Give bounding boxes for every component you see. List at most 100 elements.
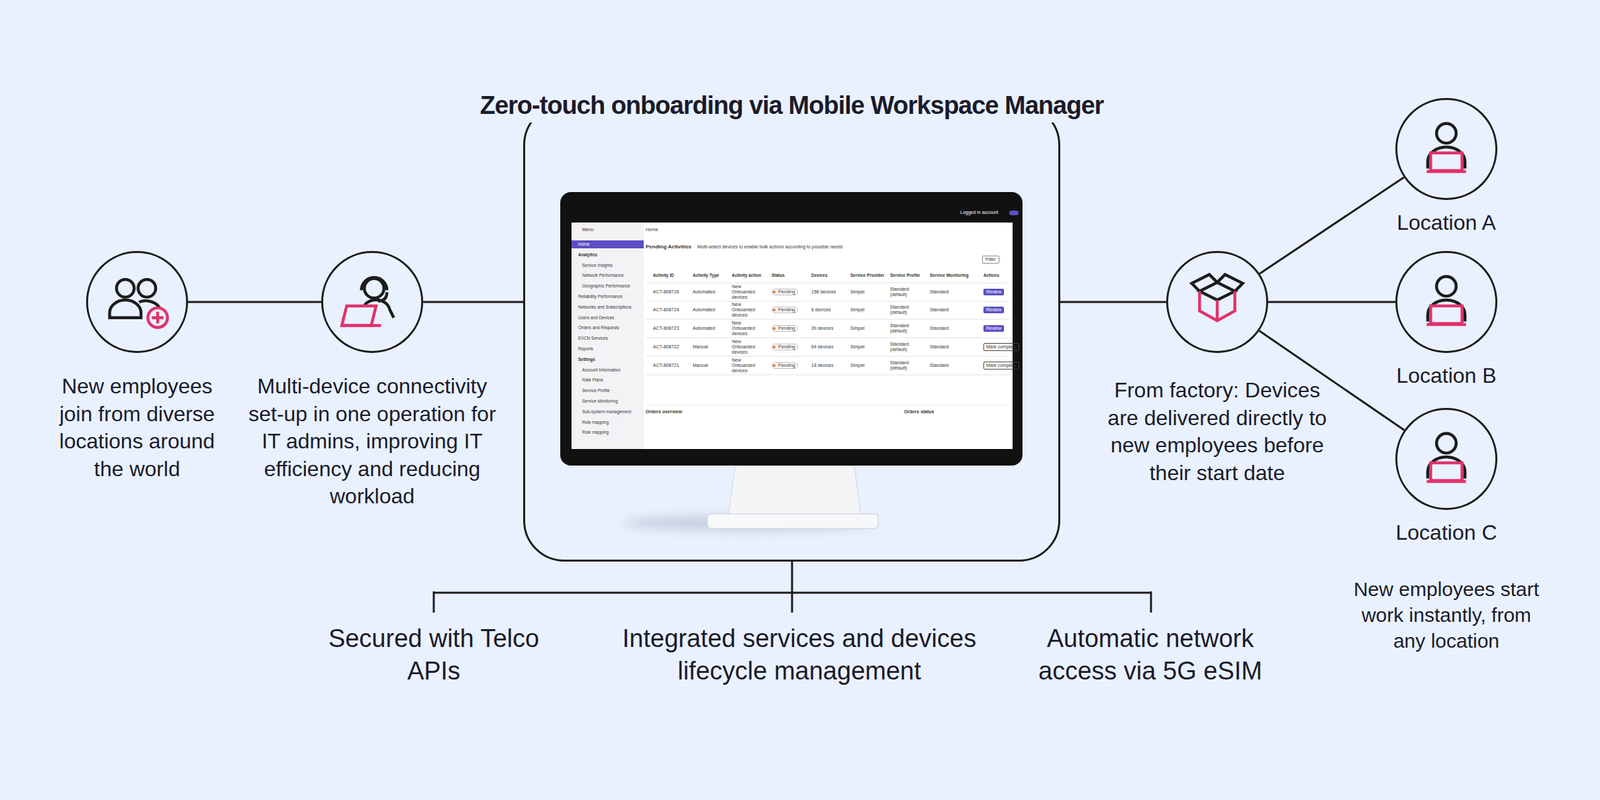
screen-text: EVCN Services xyxy=(578,335,608,341)
screen-text: Simpel xyxy=(850,325,865,332)
screen-text: Pending xyxy=(771,325,799,332)
icon-circle: From factory: Devices are delivered dire… xyxy=(1166,250,1269,353)
feature-label: Integrated services and devices lifecycl… xyxy=(587,622,1012,689)
screen-text: Menu xyxy=(582,227,595,233)
screen-text: Standard xyxy=(929,362,949,369)
screen-text: Manual xyxy=(692,344,708,350)
screen-text: Activity action xyxy=(731,272,761,278)
screen-text: ACT-808723 xyxy=(652,325,679,332)
screen-text: ACT-808726 xyxy=(652,289,679,295)
icon-glyph xyxy=(109,279,168,328)
screen-text: Status xyxy=(771,272,785,278)
screen-text: Standard xyxy=(929,289,949,295)
screen-text: Mark complete xyxy=(983,343,1020,351)
screen-text: Automated xyxy=(692,325,716,332)
icon-glyph xyxy=(341,277,394,326)
screen-text: Reliability Performance xyxy=(578,294,623,299)
screen-text: Standard xyxy=(929,344,949,350)
screen-text: Service Profile xyxy=(890,272,920,278)
sidebar xyxy=(571,222,644,450)
screen-text: ACT-808721 xyxy=(652,362,679,369)
monitor-screen xyxy=(571,222,1013,450)
screen-text: Manual xyxy=(692,362,708,369)
monitor-bezel xyxy=(560,192,1023,466)
screen-text: Role mapping xyxy=(582,419,609,425)
icon-glyph xyxy=(1426,433,1466,483)
node-icon xyxy=(1397,409,1496,508)
screen-text: Service Monitoring xyxy=(929,272,969,278)
icon-circle: Location A xyxy=(1395,98,1498,200)
screen-text: Logged in account xyxy=(960,209,999,216)
node-caption: Location C xyxy=(1396,519,1498,548)
feature-label: Secured with Telco APIs xyxy=(307,622,560,689)
screen-text: Geographic Performance xyxy=(582,283,631,289)
icon-circle: Multi-device connectivity set-up in one … xyxy=(321,250,424,353)
screen-text: Filter xyxy=(982,255,1000,264)
icon-circle: New employees join from diverse location… xyxy=(86,250,189,353)
sidebar-highlight xyxy=(571,240,644,249)
node-icon xyxy=(1168,252,1267,351)
screen-text: Service Profile xyxy=(582,388,610,393)
screen-text: Review xyxy=(983,325,1004,332)
screen-text: ACT-808722 xyxy=(652,344,679,350)
connector-line xyxy=(188,301,322,304)
screen-text: Sub-system management xyxy=(582,409,632,414)
node-caption: Multi-device connectivity set-up in one … xyxy=(239,372,505,511)
screen-text: Service Monitoring xyxy=(582,398,618,404)
icon-glyph xyxy=(1426,123,1466,173)
connector-line xyxy=(423,301,524,304)
node-icon xyxy=(323,252,422,351)
node-icon xyxy=(1397,252,1496,351)
node-caption: New employees join from diverse location… xyxy=(47,372,227,483)
screen-text: 39 devices xyxy=(811,325,834,332)
node-caption: Location B xyxy=(1396,362,1497,391)
screen-text: Mark complete xyxy=(983,361,1020,370)
screen-text: Orders status xyxy=(903,409,935,415)
screen-text: New Onboarded devices xyxy=(731,284,764,300)
screen-text: Review xyxy=(983,288,1004,296)
account-badge xyxy=(1009,210,1019,216)
screen-text: Pending xyxy=(771,343,799,351)
screen-text: Simpel xyxy=(850,362,865,369)
connector-line xyxy=(1268,301,1396,304)
screen-text: Simpel xyxy=(850,307,865,313)
screen-text: Multi-select devices to enable bulk acti… xyxy=(697,244,843,250)
screen-text: Activity ID xyxy=(652,272,675,278)
icon-circle: Location B xyxy=(1395,250,1498,353)
screen-text: Activity Type xyxy=(692,272,720,278)
screen-text: Orders and Requests xyxy=(578,325,620,330)
screen-text: Standard xyxy=(929,307,949,313)
icon-circle: Location C xyxy=(1395,407,1498,510)
screen-text: Automated xyxy=(692,307,716,313)
connector-line xyxy=(1259,177,1404,274)
screen-text: 64 devices xyxy=(811,344,834,350)
screen-text: Standard (default) xyxy=(890,304,922,316)
screen-text: Networks and Subscriptions xyxy=(578,304,632,310)
screen-text: Pending xyxy=(771,306,799,314)
screen-text: Users and Devices xyxy=(578,315,615,320)
connector-line xyxy=(1060,301,1167,304)
screen-text: Standard (default) xyxy=(890,286,922,298)
screen-text: Standard (default) xyxy=(890,341,922,353)
bracket xyxy=(433,561,1151,613)
monitor-neck xyxy=(728,465,861,516)
screen-text: Role mapping xyxy=(582,429,609,435)
screen-text: Analytics xyxy=(578,252,598,257)
feature-label: Automatic network access via 5G eSIM xyxy=(1017,622,1283,689)
screen-text: Simpel xyxy=(850,289,865,295)
screen-text: Reports xyxy=(578,346,594,351)
node-icon xyxy=(88,252,187,351)
node-icon xyxy=(1397,100,1496,199)
screen-text: Standard (default) xyxy=(890,360,922,371)
screen-text: Orders overview xyxy=(645,409,683,415)
screen-text: 158 devices xyxy=(811,289,836,295)
screen-text: 6 devices xyxy=(811,307,832,313)
screen-text: Review xyxy=(983,306,1004,314)
location-note: New employees start work instantly, from… xyxy=(1347,576,1546,654)
screen-text: New Onboarded devices xyxy=(731,357,764,374)
screen-text: Pending xyxy=(771,288,799,296)
screen-text: Account Information xyxy=(582,367,621,373)
screen-text: Actions xyxy=(983,272,1000,278)
status-dots xyxy=(772,290,776,367)
screen-text: 18 devices xyxy=(811,362,834,369)
